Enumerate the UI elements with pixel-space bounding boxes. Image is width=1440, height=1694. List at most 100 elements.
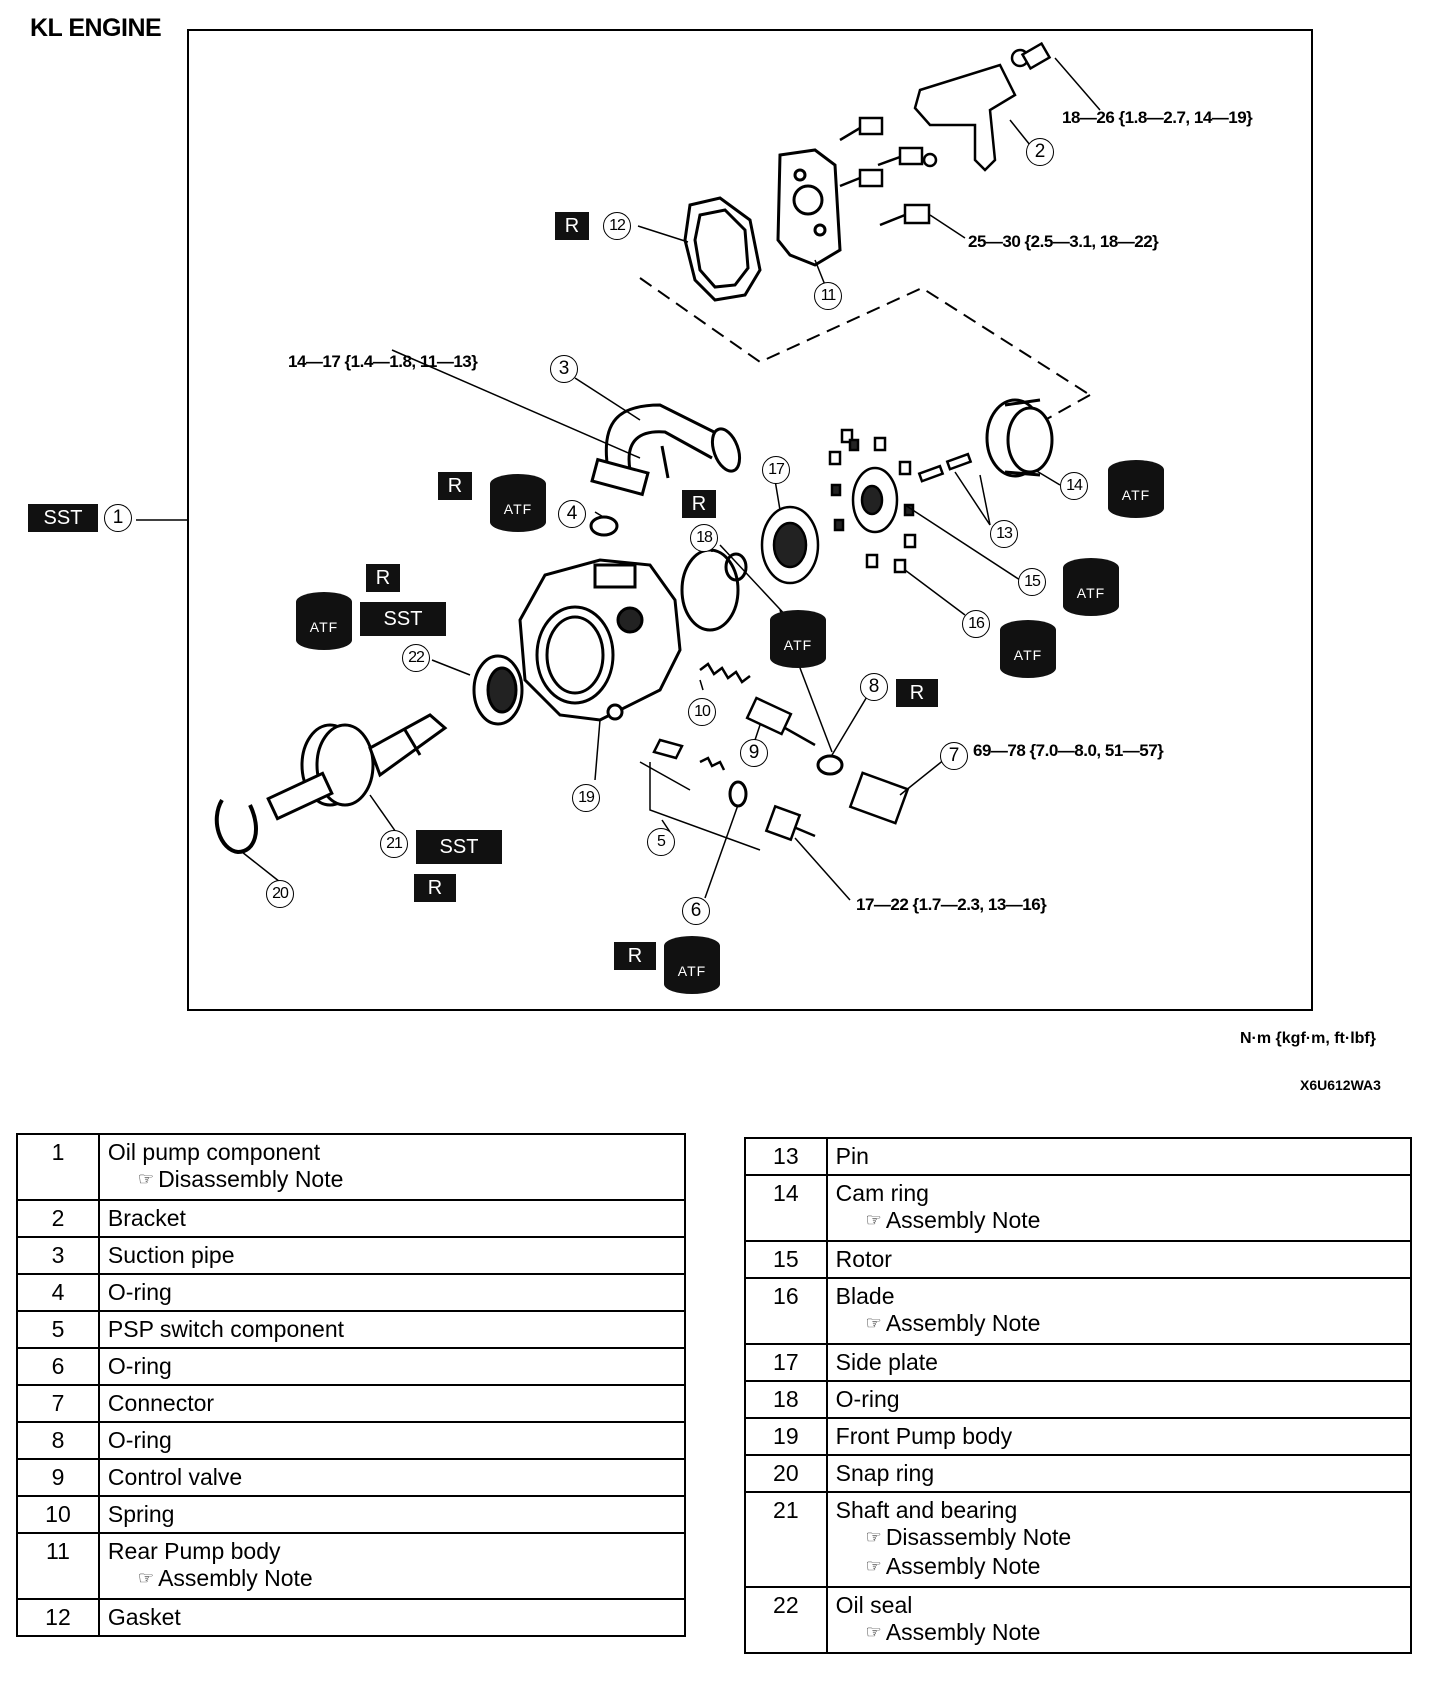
part-number: 9 <box>16 1458 100 1497</box>
part-name: O-ring <box>107 1279 172 1305</box>
parts-table-left: 1 Oil pump component☞Disassembly Note 2 Bra… <box>16 1133 687 1637</box>
torque-label-connector: 69—78 {7.0—8.0, 51—57} <box>973 741 1164 760</box>
pointing-hand-icon: ☞ <box>865 1556 882 1576</box>
part-name: O-ring <box>107 1353 172 1379</box>
part-cell: Cam ring☞Assembly Note <box>825 1174 1413 1242</box>
pointing-hand-icon: ☞ <box>865 1622 882 1642</box>
r-badge-21: R <box>414 874 456 902</box>
part-cell: O-ring <box>97 1421 687 1460</box>
callout-13: 13 <box>990 520 1018 548</box>
part-name: Rotor <box>835 1246 892 1272</box>
part-number: 10 <box>16 1495 100 1534</box>
part-cell: Bracket <box>97 1199 687 1238</box>
note-label: Assembly Note <box>885 1207 1041 1233</box>
callout-2: 2 <box>1026 138 1054 166</box>
part-number: 2 <box>16 1199 100 1238</box>
rear-pump-body <box>776 148 842 267</box>
assembly-note-link[interactable]: ☞Assembly Note <box>836 1619 1402 1648</box>
part-name: Front Pump body <box>835 1423 1013 1449</box>
cam-ring <box>985 398 1054 478</box>
atf-icon-6: ATF <box>664 936 720 994</box>
part-name: O-ring <box>107 1427 172 1453</box>
part-name: Oil seal <box>835 1592 913 1618</box>
torque-label-rear-body-bolt: 25—30 {2.5—3.1, 18—22} <box>968 232 1159 251</box>
parts-row: 19 Front Pump body <box>744 1417 1413 1456</box>
pointing-hand-icon: ☞ <box>865 1210 882 1230</box>
part-number: 1 <box>16 1133 100 1201</box>
rotor-assembly <box>828 428 973 574</box>
note-label: Disassembly Note <box>158 1166 344 1192</box>
part-name: Bracket <box>107 1205 186 1231</box>
callout-19: 19 <box>572 784 600 812</box>
part-number: 6 <box>16 1347 100 1386</box>
assembly-note-link[interactable]: ☞Disassembly Note <box>836 1524 1402 1553</box>
part-name: Oil pump component <box>107 1139 321 1165</box>
assembly-note-link[interactable]: ☞Assembly Note <box>836 1310 1402 1339</box>
parts-row: 9 Control valve <box>16 1458 687 1497</box>
part-cell: Connector <box>97 1384 687 1423</box>
assembly-note-link[interactable]: ☞Assembly Note <box>836 1553 1402 1582</box>
oil-seal <box>472 654 524 726</box>
callout-21: 21 <box>380 830 408 858</box>
atf-icon-16: ATF <box>1000 620 1056 678</box>
part-number: 11 <box>16 1532 100 1600</box>
part-cell: Rear Pump body☞Assembly Note <box>97 1532 687 1600</box>
part-number: 8 <box>16 1421 100 1460</box>
valve-components <box>652 662 910 842</box>
part-cell: Side plate <box>825 1343 1413 1382</box>
callout-4: 4 <box>558 500 586 528</box>
part-cell: Suction pipe <box>97 1236 687 1275</box>
part-name: Suction pipe <box>107 1242 235 1268</box>
part-cell: Gasket <box>97 1598 687 1637</box>
part-cell: Front Pump body <box>825 1417 1413 1456</box>
part-number: 7 <box>16 1384 100 1423</box>
r-badge-4: R <box>682 490 716 518</box>
callout-3: 3 <box>550 355 578 383</box>
front-pump-body <box>518 558 682 722</box>
suction-pipe <box>590 403 742 497</box>
bolts <box>839 41 1052 227</box>
part-cell: O-ring <box>825 1380 1413 1419</box>
sst-badge-1: SST <box>28 504 98 532</box>
part-number: 22 <box>744 1586 828 1654</box>
part-number: 18 <box>744 1380 828 1419</box>
part-number: 15 <box>744 1240 828 1279</box>
part-number: 16 <box>744 1277 828 1345</box>
part-name: Pin <box>835 1143 869 1169</box>
atf-icon-18: ATF <box>770 610 826 668</box>
assembly-note-link[interactable]: ☞Assembly Note <box>108 1565 676 1594</box>
part-cell: O-ring <box>97 1273 687 1312</box>
exploded-diagram <box>136 29 1313 1011</box>
callout-12: 12 <box>603 212 631 240</box>
r-badge-22: R <box>366 564 400 592</box>
atf-icon-15: ATF <box>1063 558 1119 616</box>
r-badge-6: R <box>614 942 656 970</box>
assembly-note-link[interactable]: ☞Disassembly Note <box>108 1166 676 1195</box>
page-title: KL ENGINE <box>30 14 162 42</box>
callout-18: 18 <box>690 524 718 552</box>
sst-badge-21: SST <box>416 830 502 864</box>
callout-16: 16 <box>962 610 990 638</box>
parts-row: 15 Rotor <box>744 1240 1413 1279</box>
assembly-guide-lines <box>639 277 1091 421</box>
side-plate <box>760 505 820 585</box>
part-name: Control valve <box>107 1464 243 1490</box>
part-number: 19 <box>744 1417 828 1456</box>
r-badge-12: R <box>555 212 589 240</box>
part-cell: Spring <box>97 1495 687 1534</box>
callout-8: 8 <box>860 673 888 701</box>
parts-row: 8 O-ring <box>16 1421 687 1460</box>
part-number: 17 <box>744 1343 828 1382</box>
part-cell: Oil seal☞Assembly Note <box>825 1586 1413 1654</box>
assembly-note-link[interactable]: ☞Assembly Note <box>836 1207 1402 1236</box>
part-number: 4 <box>16 1273 100 1312</box>
callout-7: 7 <box>940 742 968 770</box>
